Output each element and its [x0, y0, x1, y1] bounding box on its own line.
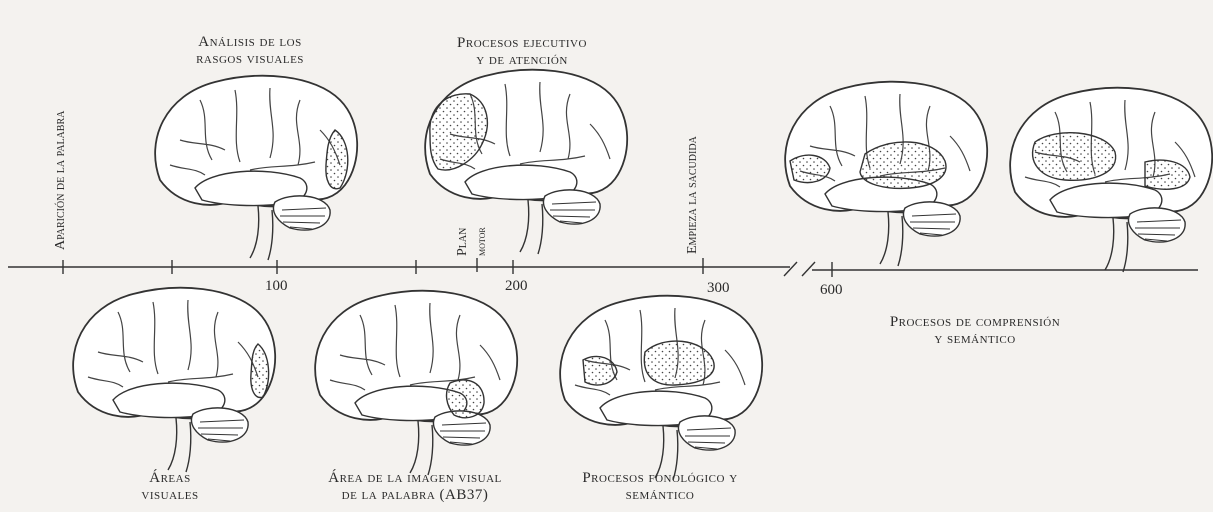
brain-visual-features [140, 70, 370, 270]
brain-visual-word-form-area [300, 285, 530, 485]
label-comprension: Procesos de comprensión y semántico [860, 314, 1090, 348]
brain-executive-attention [410, 64, 640, 264]
brain-phonological-semantic [545, 290, 775, 490]
label-aparicion: Aparición de la palabra [53, 111, 69, 250]
label-sacudida: Empieza la sacudida [685, 136, 701, 254]
brain-visual-areas [58, 282, 288, 482]
tick-label-600: 600 [820, 282, 843, 299]
brain-comprehension-1 [770, 76, 1000, 276]
label-analisis: Análisis de los rasgos visuales [165, 34, 335, 68]
brain-comprehension-2 [995, 82, 1213, 282]
